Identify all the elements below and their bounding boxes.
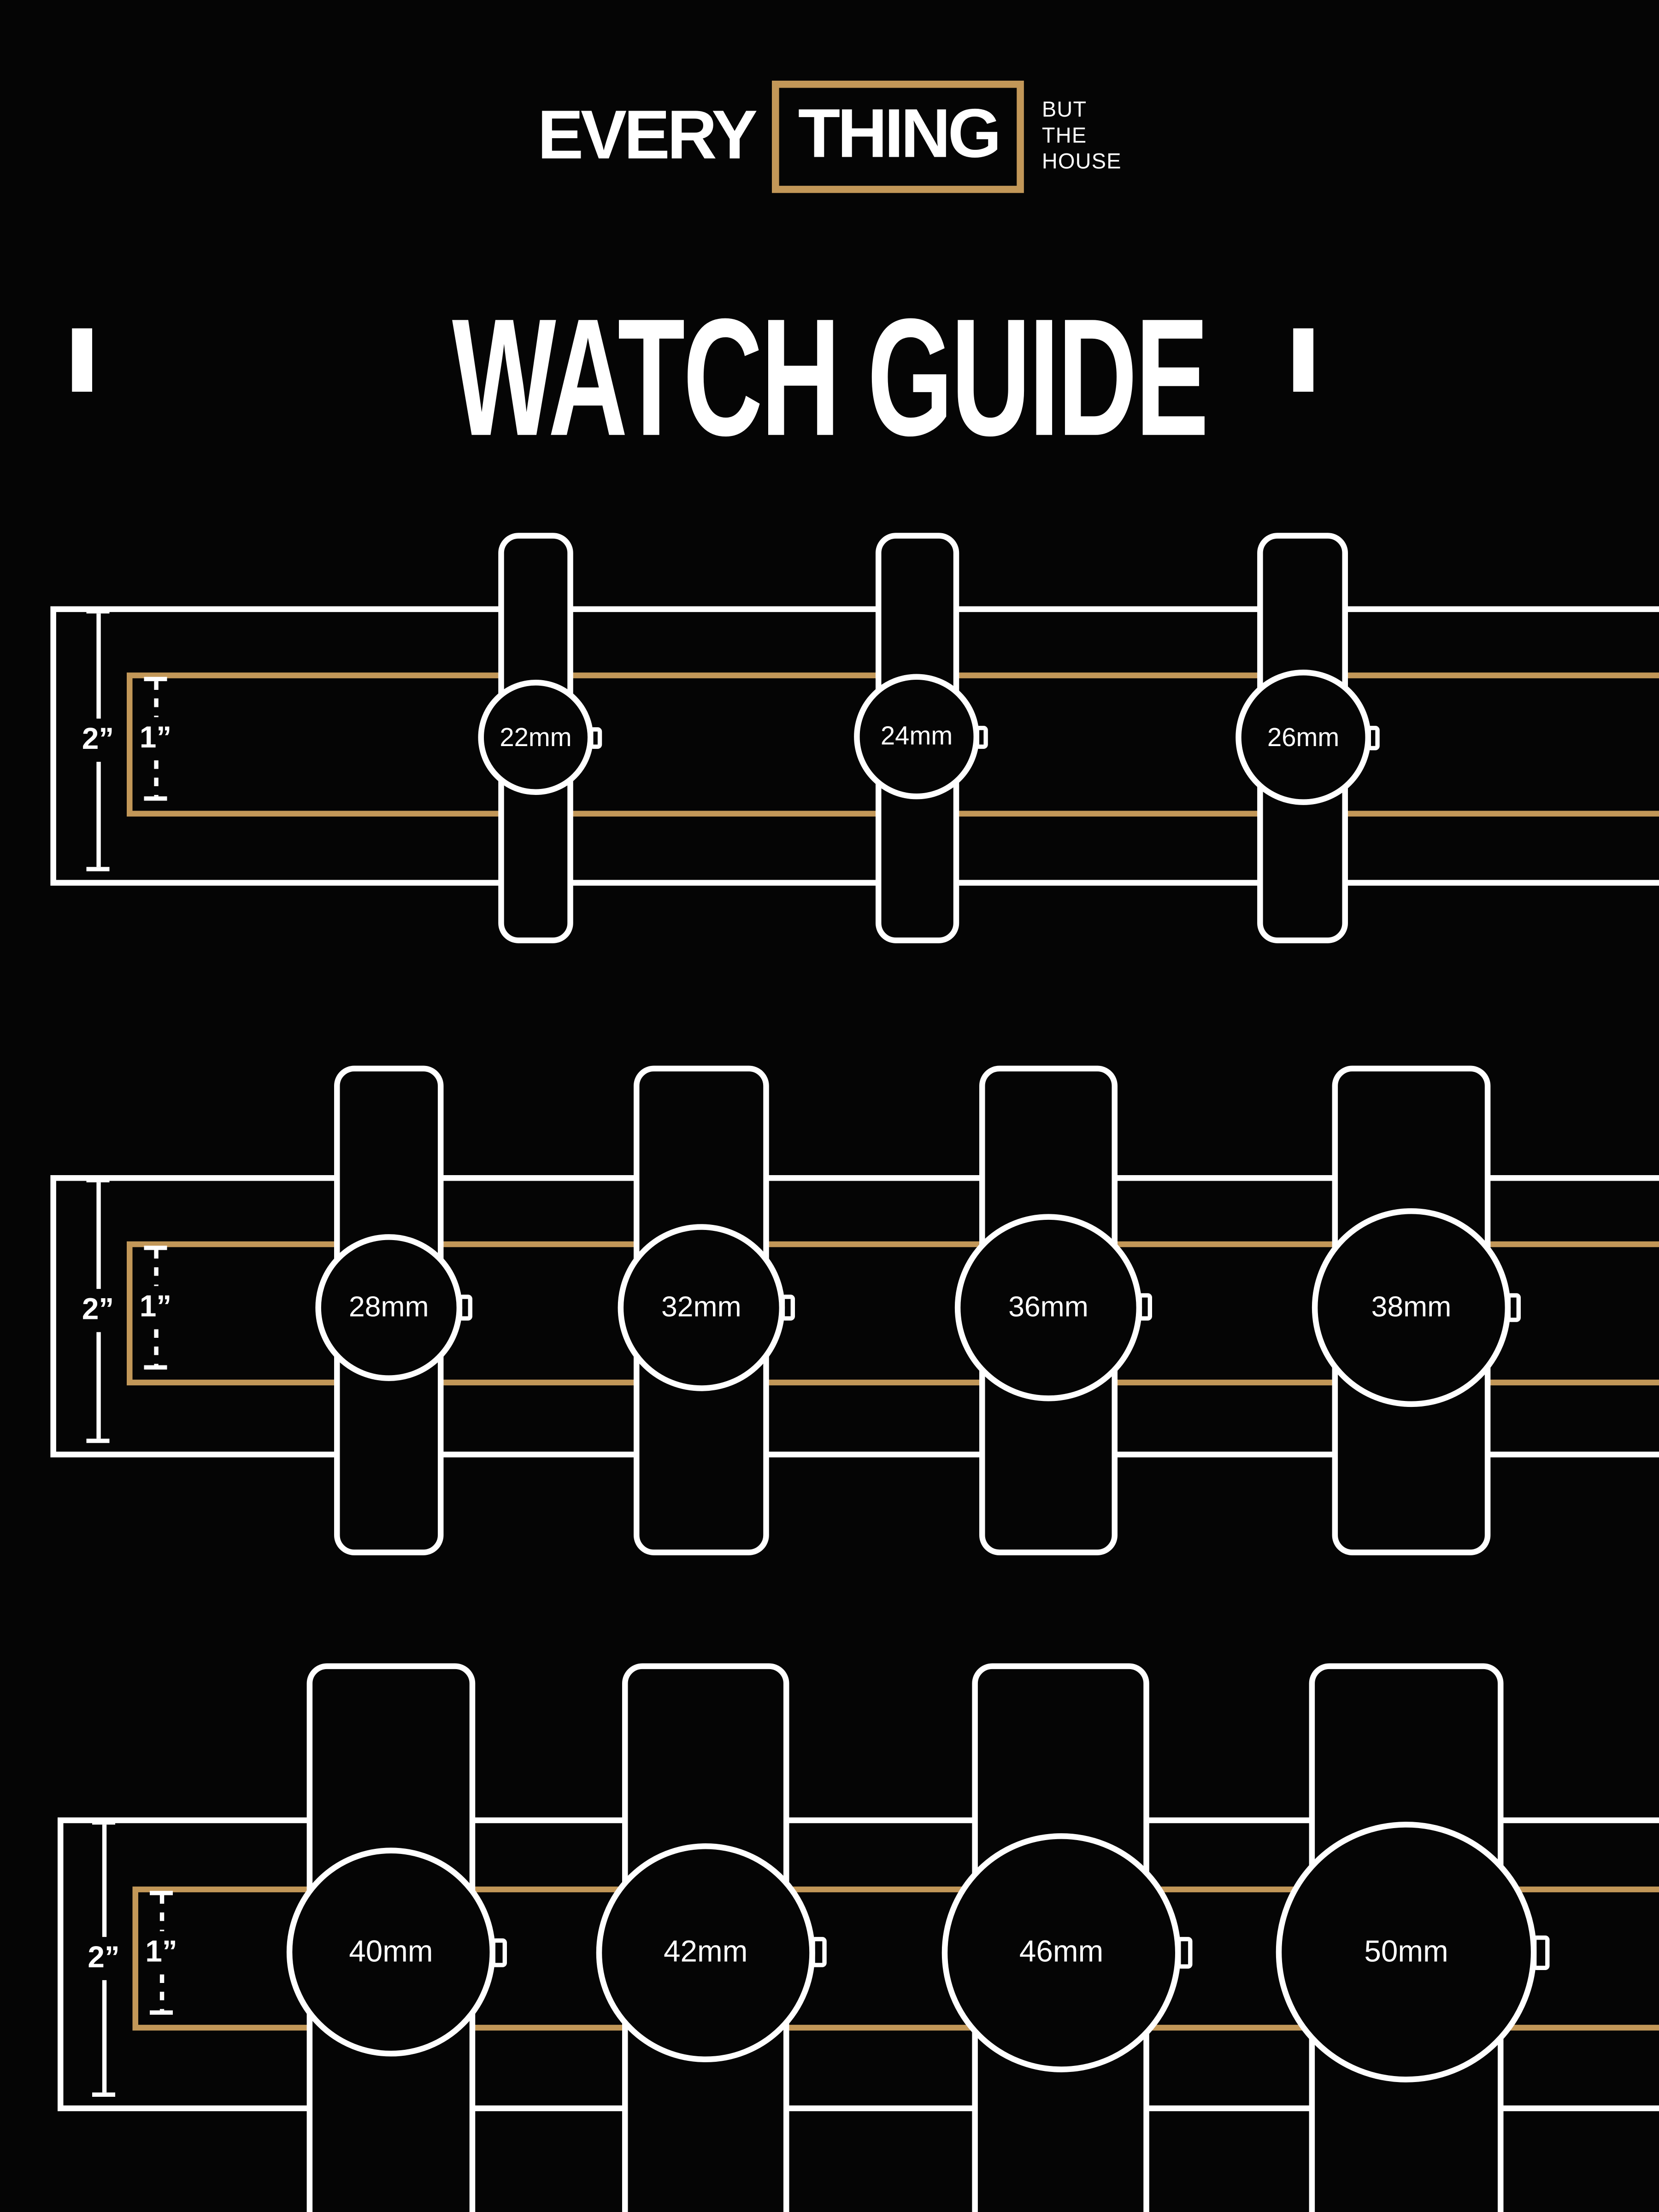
watch-size-label: 38mm [1371,1291,1452,1323]
logo-every-text: EVERY [537,98,758,175]
one-inch-dimension: 1” [140,677,171,801]
title-accent-left [72,328,92,392]
watch-case: 32mm [618,1224,785,1391]
logo-tagline-line: THE [1041,124,1087,148]
dimension-tick [144,677,167,682]
ebth-logo: EVERY THING BUT THE HOUSE [0,81,1659,193]
watch-case: 50mm [1276,1822,1537,2083]
logo-tagline-line: HOUSE [1041,150,1122,175]
watch-case: 28mm [315,1234,463,1381]
watch-size-label: 36mm [1008,1291,1088,1323]
one-inch-band [132,1886,1659,2031]
dimension-line [153,1329,158,1365]
dimension-line [101,1980,106,2093]
page-title: WATCH GUIDE [452,283,1209,471]
watch-case: 22mm [478,680,594,795]
watch-case: 24mm [854,674,979,800]
dimension-tick [144,796,167,801]
dimension-label-1in: 1” [145,1936,177,1969]
dimension-line [153,681,158,718]
dimension-label-2in: 2” [88,1941,120,1975]
dimension-line [153,760,158,797]
two-inch-dimension: 2” [82,609,114,871]
dimension-line [153,1250,158,1286]
dimension-line [95,1182,100,1289]
dimension-label-2in: 2” [82,1293,114,1327]
watch-case: 46mm [941,1833,1181,2072]
dimension-tick [150,1891,173,1895]
dimension-tick [92,2092,115,2097]
dimension-tick [92,1820,115,1825]
logo-tagline: BUT THE HOUSE [1042,98,1122,176]
dimension-label-2in: 2” [82,723,114,756]
watch-case: 26mm [1235,670,1371,805]
watch-size-label: 24mm [880,721,953,751]
dimension-line [95,613,100,719]
one-inch-band [127,1241,1659,1386]
watch-case: 40mm [286,1847,495,2057]
watch-size-label: 28mm [348,1291,429,1323]
dimension-tick [86,609,110,614]
dimension-tick [150,2010,173,2015]
dimension-line [95,1332,100,1439]
dimension-line [159,1974,164,2011]
two-inch-band [50,1175,1659,1458]
dimension-label-1in: 1” [139,1290,172,1324]
title-accent-right [1293,328,1313,392]
one-inch-dimension: 1” [140,1246,171,1370]
two-inch-band [50,606,1659,886]
watch-case: 42mm [596,1843,815,2062]
dimension-label-1in: 1” [139,721,172,755]
logo-thing-text: THING [798,96,1002,173]
logo-tagline-line: BUT [1041,98,1087,123]
dimension-tick [86,1178,110,1182]
watch-size-label: 32mm [661,1291,741,1323]
dimension-tick [144,1246,167,1250]
watch-size-label: 50mm [1364,1935,1448,1968]
watch-size-label: 40mm [349,1935,433,1968]
dimension-line [95,762,100,867]
dimension-tick [144,1365,167,1370]
dimension-tick [86,867,110,871]
one-inch-dimension: 1” [145,1891,177,2015]
watch-case: 36mm [954,1214,1142,1401]
two-inch-dimension: 2” [82,1178,114,1443]
two-inch-dimension: 2” [88,1820,120,2097]
watch-size-label: 46mm [1019,1936,1104,1969]
logo-thing-box: THING [772,81,1025,193]
dimension-line [101,1824,106,1937]
watch-size-label: 22mm [500,722,572,751]
watch-size-label: 26mm [1267,722,1340,751]
watch-size-label: 42mm [664,1936,748,1969]
dimension-tick [86,1438,110,1443]
dimension-line [159,1895,164,1931]
watch-case: 38mm [1312,1208,1511,1407]
